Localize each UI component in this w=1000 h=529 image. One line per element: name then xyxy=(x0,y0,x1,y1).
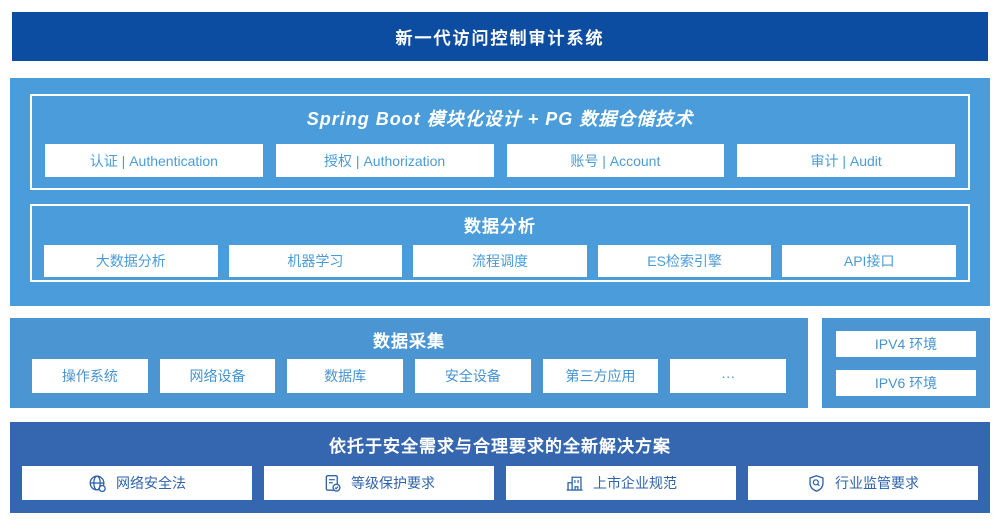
module-cell-audit: 审计 | Audit xyxy=(737,144,955,177)
modules-row: 认证 | Authentication 授权 | Authorization 账… xyxy=(32,144,968,177)
analysis-cell-ml: 机器学习 xyxy=(228,245,403,277)
module-cell-authorization: 授权 | Authorization xyxy=(275,144,494,177)
solution-title: 依托于安全需求与合理要求的全新解决方案 xyxy=(329,437,671,456)
solution-panel: 依托于安全需求与合理要求的全新解决方案 网络安全法 xyxy=(10,422,990,513)
globe-icon xyxy=(88,474,107,493)
env-cell-ipv4: IPV4 环境 xyxy=(836,330,976,357)
modules-section-title: Spring Boot 模块化设计 + PG 数据仓储技术 xyxy=(306,109,694,129)
environment-panel: IPV4 环境 IPV6 环境 xyxy=(822,318,990,408)
collect-cell-os: 操作系统 xyxy=(32,359,148,393)
solution-cell-classified-protection: 等级保护要求 xyxy=(264,466,494,500)
solution-cell-label: 网络安全法 xyxy=(116,475,186,491)
solution-cell-industry-regulation: 行业监管要求 xyxy=(748,466,978,500)
solution-cell-label: 行业监管要求 xyxy=(835,475,919,491)
system-title: 新一代访问控制审计系统 xyxy=(395,29,605,48)
analysis-row: 大数据分析 机器学习 流程调度 ES检索引擎 API接口 xyxy=(32,245,968,277)
solution-cell-label: 等级保护要求 xyxy=(351,475,435,491)
data-collection-title: 数据采集 xyxy=(373,332,445,351)
analysis-cell-es: ES检索引擎 xyxy=(597,245,772,277)
title-banner: 新一代访问控制审计系统 xyxy=(12,12,988,61)
building-icon xyxy=(565,474,584,493)
data-collection-panel: 数据采集 操作系统 网络设备 数据库 安全设备 第三方应用 ··· xyxy=(10,318,808,408)
module-cell-authentication: 认证 | Authentication xyxy=(45,144,263,177)
analysis-cell-api: API接口 xyxy=(782,245,956,277)
collect-cell-network: 网络设备 xyxy=(159,359,276,393)
analysis-cell-workflow: 流程调度 xyxy=(413,245,587,277)
collect-cell-thirdparty: 第三方应用 xyxy=(542,359,659,393)
analysis-cell-bigdata: 大数据分析 xyxy=(44,245,218,277)
collect-cell-security: 安全设备 xyxy=(415,359,531,393)
analysis-section: 数据分析 大数据分析 机器学习 流程调度 ES检索引擎 API接口 xyxy=(30,204,970,282)
module-cell-account: 账号 | Account xyxy=(506,144,725,177)
modules-section: Spring Boot 模块化设计 + PG 数据仓储技术 认证 | Authe… xyxy=(30,94,970,190)
collect-cell-more: ··· xyxy=(670,359,787,393)
data-collection-row: 操作系统 网络设备 数据库 安全设备 第三方应用 ··· xyxy=(10,359,808,393)
shield-search-icon xyxy=(807,474,826,493)
document-check-icon xyxy=(323,474,342,493)
collect-cell-database: 数据库 xyxy=(287,359,404,393)
solution-cell-label: 上市企业规范 xyxy=(593,475,677,491)
solution-cell-cybersecurity-law: 网络安全法 xyxy=(22,466,252,500)
platform-layer-panel: Spring Boot 模块化设计 + PG 数据仓储技术 认证 | Authe… xyxy=(10,78,990,306)
solution-cell-listed-company: 上市企业规范 xyxy=(506,466,736,500)
solution-row: 网络安全法 等级保护要求 xyxy=(10,466,990,500)
analysis-section-title: 数据分析 xyxy=(464,217,536,236)
env-cell-ipv6: IPV6 环境 xyxy=(836,369,976,396)
